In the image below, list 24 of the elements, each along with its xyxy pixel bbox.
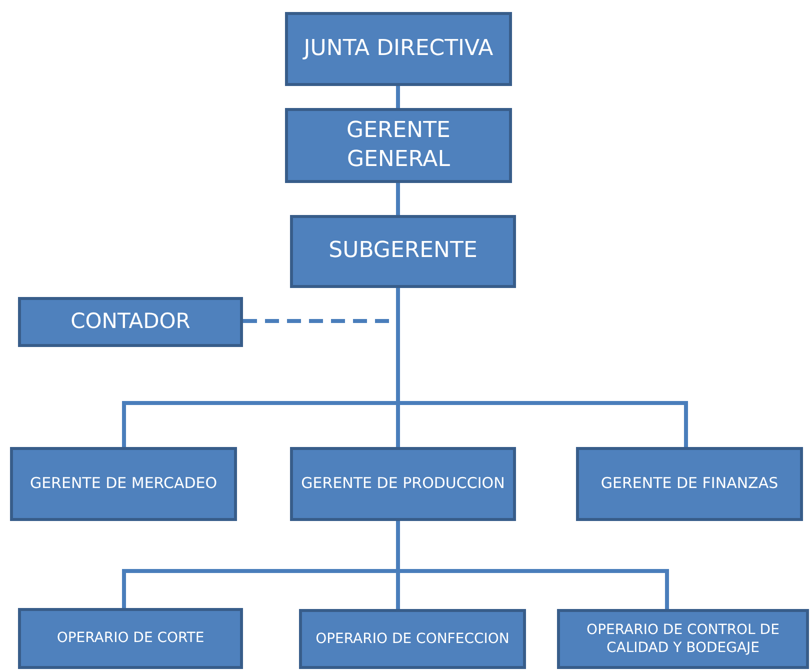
connector-line [396, 86, 400, 108]
connector-line [396, 183, 400, 215]
role-title: GERENTE DE MERCADEO [30, 474, 218, 494]
org-box [576, 447, 803, 521]
connector-line [396, 288, 688, 447]
org-box [285, 108, 512, 183]
role-title: OPERARIO DE CORTE [56, 629, 204, 648]
org-box [299, 609, 526, 669]
role-title: CONTADOR [70, 308, 190, 336]
org-box [290, 447, 516, 521]
role-title: OPERARIO DE CONTROL DE CALIDAD Y BODEGAJE [586, 620, 780, 658]
org-box [10, 447, 237, 521]
org-box [18, 608, 243, 669]
role-title: GERENTE GENERAL [346, 116, 452, 174]
role-title: SUBGERENTE [328, 237, 478, 266]
role-title: JUNTA DIRECTIVA [304, 34, 494, 63]
role-title: OPERARIO DE CONFECCION [316, 630, 510, 648]
org-box [557, 609, 809, 669]
role-title: GERENTE DE FINANZAS [600, 474, 778, 494]
connector-line [396, 521, 669, 609]
org-box [290, 215, 516, 288]
role-title: GERENTE DE PRODUCCION [301, 474, 505, 494]
org-box [285, 12, 512, 86]
org-box [18, 297, 243, 347]
